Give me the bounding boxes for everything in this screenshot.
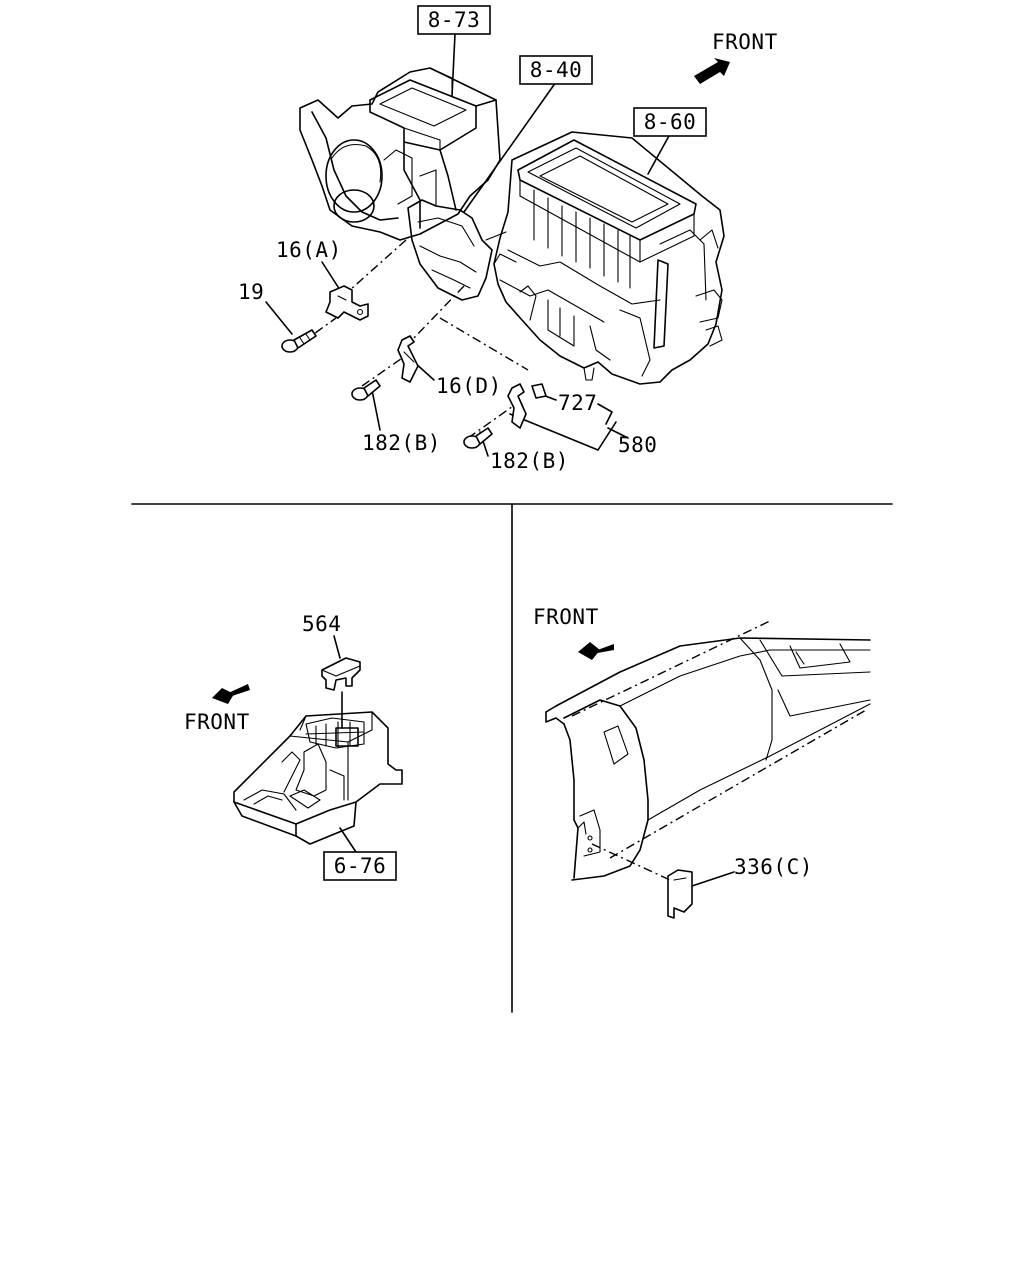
- pad-727: [531, 383, 547, 399]
- screw-19: [281, 329, 317, 353]
- part-label-16d: 16(D): [436, 374, 502, 398]
- cap-564: [321, 657, 361, 691]
- assembly-center-lines: [299, 239, 529, 439]
- leader-564: [333, 635, 341, 659]
- front-arrow-left: [212, 684, 250, 704]
- part-label-182b-right: 182(B): [490, 449, 569, 473]
- part-label-16a: 16(A): [276, 238, 342, 262]
- svg-text:6-76: 6-76: [334, 854, 387, 878]
- part-label-182b-left: 182(B): [362, 431, 441, 455]
- svg-text:8-40: 8-40: [530, 58, 583, 82]
- hvac-assembly-drawing: [299, 67, 725, 385]
- part-label-727: 727: [558, 391, 597, 415]
- leader-6-76: [339, 827, 357, 853]
- front-arrow-top: [694, 58, 730, 84]
- part-label-564: 564: [302, 612, 341, 636]
- ref-box-6-76: 6-76: [323, 851, 397, 881]
- ref-box-8-73: 8-73: [417, 5, 491, 35]
- front-label-top: FRONT: [712, 30, 778, 54]
- bracket-16a: [325, 285, 369, 321]
- part-label-580: 580: [618, 433, 657, 457]
- part-label-19: 19: [238, 280, 264, 304]
- screw-182b-left: [351, 379, 381, 401]
- svg-text:8-73: 8-73: [428, 8, 481, 32]
- dashboard-drawing: [545, 619, 871, 881]
- part-label-336c: 336(C): [734, 855, 813, 879]
- clip-580: [507, 383, 527, 429]
- console-drawing: [233, 711, 403, 845]
- top-leader-lines: [265, 33, 671, 457]
- assembly-line-336c: [591, 843, 671, 881]
- front-label-left: FRONT: [184, 710, 250, 734]
- ref-box-8-60: 8-60: [633, 107, 707, 137]
- leader-336c: [691, 871, 735, 887]
- screw-182b-right: [463, 427, 493, 449]
- front-arrow-right: [578, 642, 614, 660]
- bracket-16d: [397, 335, 419, 383]
- clip-336c: [667, 869, 693, 919]
- svg-text:8-60: 8-60: [644, 110, 697, 134]
- front-label-right: FRONT: [533, 605, 599, 629]
- ref-box-8-40: 8-40: [519, 55, 593, 85]
